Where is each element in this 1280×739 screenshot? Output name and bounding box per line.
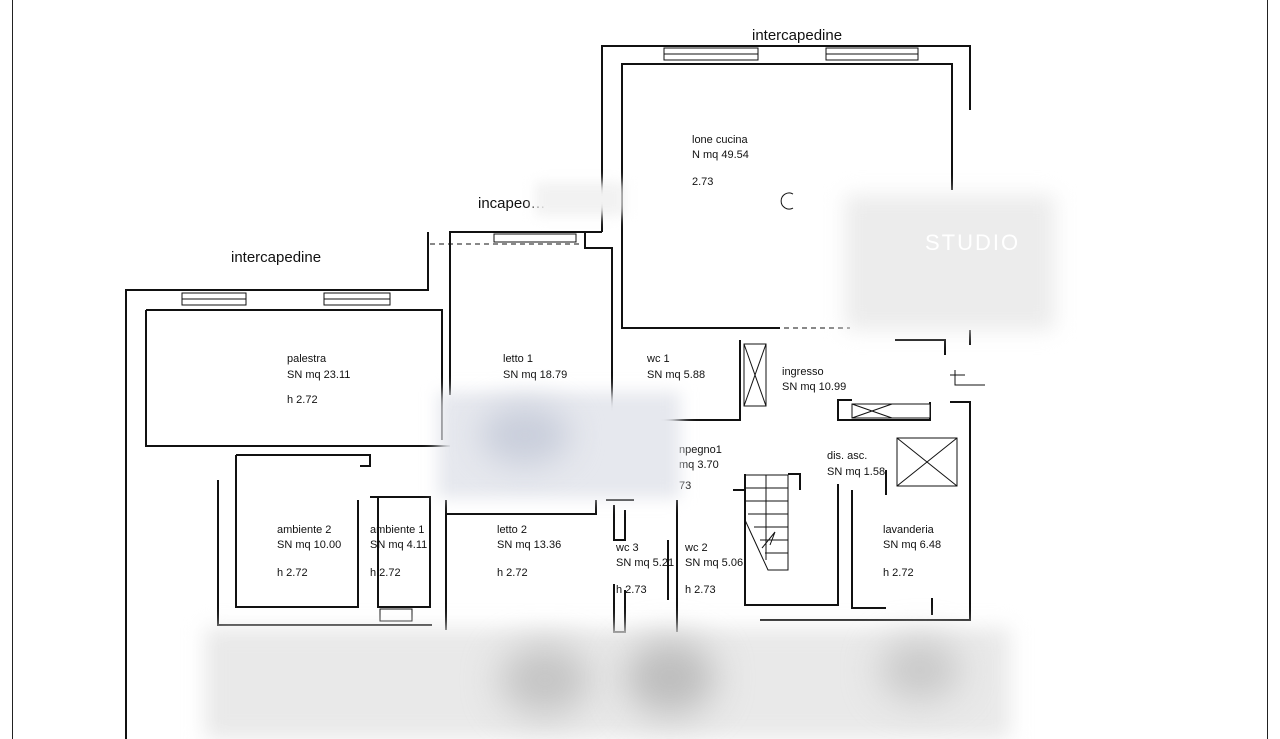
intercapedine-top-label: intercapedine bbox=[752, 27, 842, 44]
intercapedine-mid-label: in​capeo… bbox=[478, 195, 546, 212]
palestra-name: palestra bbox=[287, 353, 327, 365]
staircase bbox=[744, 474, 789, 571]
wc2-name: wc 2 bbox=[684, 542, 708, 554]
dashed-openings bbox=[430, 243, 850, 329]
ambiente1-height: h 2.72 bbox=[370, 567, 401, 579]
letto2-area: SN mq 13.36 bbox=[497, 539, 561, 551]
lavanderia-name: lavanderia bbox=[883, 524, 935, 536]
wc3-height: h 2.73 bbox=[616, 584, 647, 596]
walls bbox=[125, 45, 971, 739]
disasc-area: SN mq 1.58 bbox=[827, 466, 885, 478]
wc2-height: h 2.73 bbox=[685, 584, 716, 596]
letto1-area: SN mq 18.79 bbox=[503, 369, 567, 381]
palestra-area: SN mq 23.11 bbox=[287, 369, 350, 381]
disasc-name: dis. asc. bbox=[827, 450, 867, 462]
salone-height: 2.73 bbox=[692, 176, 713, 188]
salone-area: N mq 49.54 bbox=[692, 149, 749, 161]
ingresso-name: ingresso bbox=[782, 366, 824, 378]
wc3-area: SN mq 5.21 bbox=[616, 557, 674, 569]
impegno-area: mq 3.70 bbox=[679, 459, 719, 471]
ingresso-area: SN mq 10.99 bbox=[782, 381, 846, 393]
ambiente2-name: ambiente 2 bbox=[277, 524, 331, 536]
wc1-area: SN mq 5.88 bbox=[647, 369, 705, 381]
wc3-name: wc 3 bbox=[615, 542, 639, 554]
fixtures bbox=[743, 192, 985, 487]
lavanderia-area: SN mq 6.48 bbox=[883, 539, 941, 551]
letto2-name: letto 2 bbox=[497, 524, 527, 536]
letto1-name: letto 1 bbox=[503, 353, 533, 365]
wc2-area: SN mq 5.06 bbox=[685, 557, 743, 569]
impegno-height: 73 bbox=[679, 480, 691, 492]
ambiente2-area: SN mq 10.00 bbox=[277, 539, 341, 551]
letto2-height: h 2.72 bbox=[497, 567, 528, 579]
ambiente2-height: h 2.72 bbox=[277, 567, 308, 579]
palestra-height: h 2.72 bbox=[287, 394, 318, 406]
impegno-name: npegno1 bbox=[679, 444, 722, 456]
windows bbox=[181, 47, 919, 622]
intercapedine-left-label: intercapedine bbox=[231, 249, 321, 266]
ambiente1-name: ambiente 1 bbox=[370, 524, 424, 536]
wc1-name: wc 1 bbox=[646, 353, 670, 365]
watermark-text: STUDIO bbox=[925, 230, 1021, 255]
labels: intercapedine in​capeo… intercapedine lo… bbox=[231, 27, 941, 596]
ambiente1-area: SN mq 4.11 bbox=[370, 539, 427, 551]
salone-name: lone cucina bbox=[692, 134, 749, 146]
lavanderia-height: h 2.72 bbox=[883, 567, 914, 579]
